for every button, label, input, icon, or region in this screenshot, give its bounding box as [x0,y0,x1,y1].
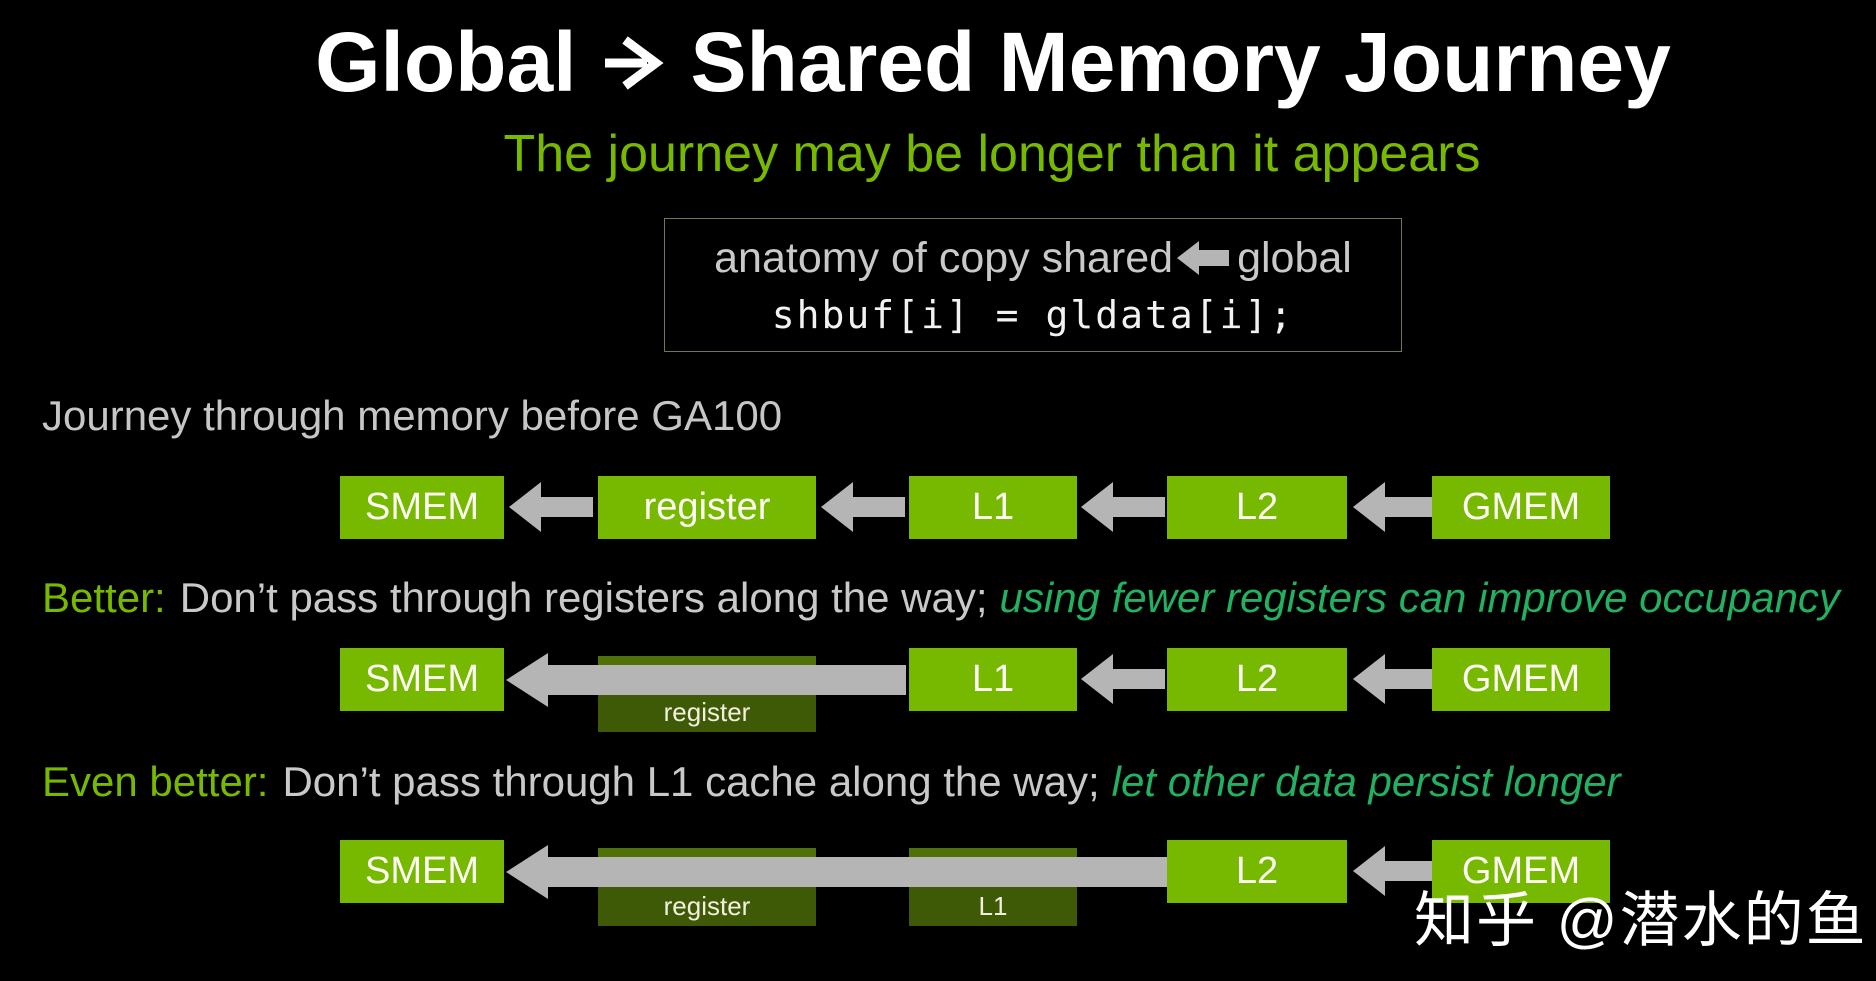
anatomy-caption-left: anatomy of copy shared [714,233,1174,282]
anatomy-box: anatomy of copy shared global shbuf[i] =… [664,218,1402,352]
memory-box-gmem: GMEM [1432,476,1610,539]
memory-box-l1: L1 [909,648,1077,711]
even-better-label: Even better: [42,758,269,805]
long-flow-arrow-icon [506,845,1170,899]
anatomy-caption: anatomy of copy shared global [714,234,1352,283]
page-subtitle: The journey may be longer than it appear… [0,124,1876,184]
even-better-heading: Even better: Don’t pass through L1 cache … [42,758,1876,806]
memory-box-gmem: GMEM [1432,648,1610,711]
better-emphasis: using fewer registers can improve occupa… [999,574,1840,621]
watermark: 知乎 @潜水的鱼 [1414,887,1868,954]
section-heading-before-ga100: Journey through memory before GA100 [42,392,783,439]
bypassed-box-l1-label: L1 [978,891,1008,921]
memory-box-l2: L2 [1167,648,1347,711]
even-better-text: Don’t pass through L1 cache along the wa… [282,758,1100,805]
even-better-emphasis: let other data persist longer [1111,758,1621,805]
bypassed-box-register-label: register [663,891,751,921]
flow-arrow-icon [1081,654,1165,704]
memory-box-l2: L2 [1167,840,1347,903]
page-title-prefix: Global [315,15,577,109]
memory-box-smem: SMEM [340,648,504,711]
flow-arrow-icon [1353,654,1437,704]
flow-arrow-icon [1081,482,1165,532]
memory-box-smem: SMEM [340,840,504,903]
anatomy-caption-right: global [1237,233,1352,282]
flow-arrow-icon [1353,482,1437,532]
page-title: Global Shared Memory Journey [0,14,1876,111]
memory-box-l1: L1 [909,476,1077,539]
memory-box-gmem: GMEM [1432,840,1610,903]
better-heading: Better: Don’t pass through registers alon… [42,574,1876,622]
right-arrow-icon [604,35,664,90]
page-subtitle-text: The journey may be longer than it appear… [503,125,1481,183]
memory-box-smem: SMEM [340,476,504,539]
page-title-suffix: Shared Memory Journey [690,15,1671,109]
bypassed-box-register-label: register [663,697,751,727]
flow-arrow-icon [509,482,593,532]
memory-box-register: register [598,476,816,539]
anatomy-code: shbuf[i] = gldata[i]; [771,292,1295,337]
better-label: Better: [42,574,166,621]
memory-box-l2: L2 [1167,476,1347,539]
better-text: Don’t pass through registers along the w… [179,574,988,621]
flow-arrow-icon [821,482,905,532]
long-flow-arrow-icon [506,653,906,707]
flow-arrow-icon [1353,846,1437,896]
left-arrow-icon [1177,241,1230,275]
